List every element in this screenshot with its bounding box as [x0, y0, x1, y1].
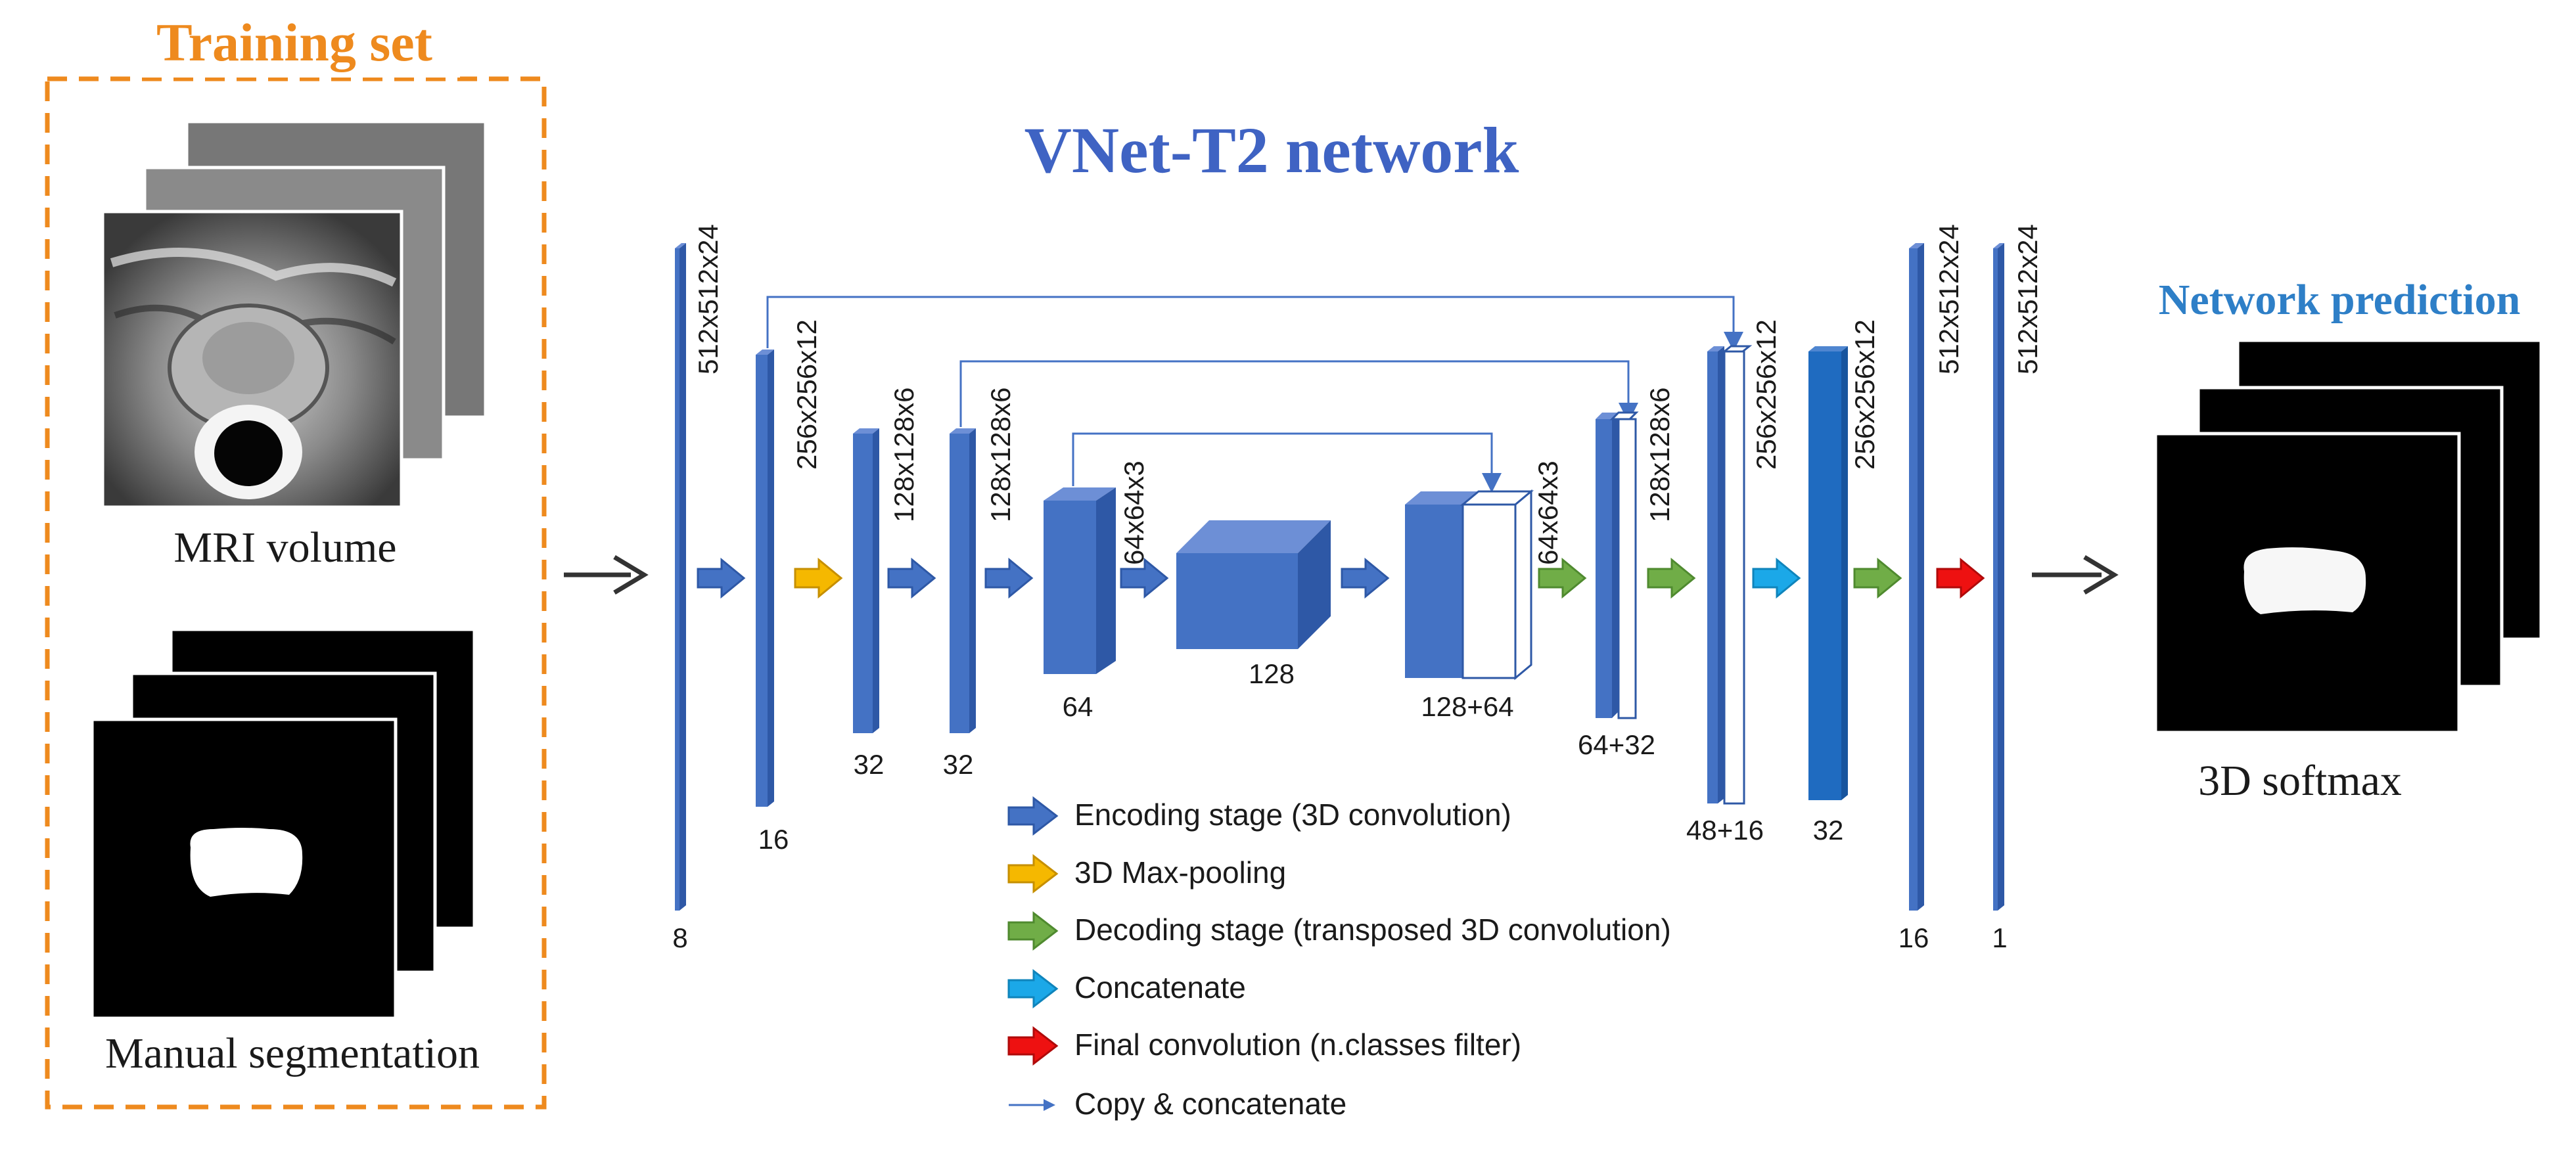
legend-max-pooling-arrow-icon	[1007, 853, 1059, 894]
legend-item-encoding: Encoding stage (3D convolution)	[1007, 796, 1511, 836]
layer-dec-128-64-channels: 128+64	[1421, 691, 1513, 722]
layer-out-1-dims: 512x512x24	[2012, 224, 2043, 374]
layer-dec-32-dims: 256x256x12	[1849, 319, 1880, 470]
layer-enc-64-channels: 64	[1063, 691, 1093, 722]
layer-enc-32b: 128x128x6 32	[943, 387, 1016, 780]
layer-bottleneck-128: 128	[1176, 520, 1331, 689]
legend-label-encoding: Encoding stage (3D convolution)	[1074, 798, 1511, 832]
skip-connections	[766, 296, 1743, 493]
legend-concatenate-arrow-icon	[1007, 968, 1059, 1009]
flow-arrows	[697, 557, 1985, 599]
legend-item-decoding: Decoding stage (transposed 3D convolutio…	[1007, 911, 1671, 951]
layer-dec-32-channels: 32	[1813, 815, 1844, 846]
encoding-arrow-icon	[697, 557, 746, 599]
mri-volume-image	[101, 120, 488, 509]
legend-label-concatenate: Concatenate	[1074, 970, 1246, 1004]
legend-encoding-arrow-icon	[1007, 796, 1059, 836]
layer-enc-32a-channels: 32	[854, 749, 885, 780]
prediction-panel: Network prediction 3D softmax	[2153, 276, 2543, 805]
layer-enc-64: 64x64x3 64	[1044, 461, 1149, 722]
legend-label-copy-concatenate: Copy & concatenate	[1074, 1087, 1346, 1121]
decoding-arrow-icon	[1538, 557, 1587, 599]
layer-dec-128-64: 64x64x3 128+64	[1405, 461, 1563, 722]
legend-item-copy-concatenate: Copy & concatenate	[1009, 1087, 1346, 1121]
layer-dec-48-16-channels: 48+16	[1686, 815, 1764, 846]
layer-enc-32a: 128x128x6 32	[853, 387, 919, 780]
decoding-arrow-icon	[1647, 557, 1696, 599]
layer-enc-8: 512x512x24 8	[672, 224, 724, 953]
layer-bottleneck-128-channels: 128	[1249, 658, 1295, 689]
skip-connection-64	[1072, 432, 1502, 493]
max-pooling-arrow-icon	[794, 557, 843, 599]
legend-item-final-convolution: Final convolution (n.classes filter)	[1007, 1026, 1521, 1066]
layer-dec-16: 512x512x24 16	[1898, 224, 1964, 953]
layer-enc-32b-channels: 32	[943, 749, 974, 780]
manual-segmentation-image	[90, 627, 476, 1020]
legend-final-convolution-arrow-icon	[1007, 1026, 1059, 1066]
layer-dec-48-16-dims: 256x256x12	[1751, 319, 1782, 470]
layer-dec-64-32-dims: 128x128x6	[1644, 387, 1675, 522]
legend-label-decoding: Decoding stage (transposed 3D convolutio…	[1074, 913, 1671, 947]
layer-dec-16-channels: 16	[1898, 922, 1929, 953]
layer-out-1-channels: 1	[1992, 922, 2007, 953]
training-set-panel: Training set MRI volume Manual segmentat…	[45, 12, 547, 1110]
layer-dec-48-16: 256x256x12 48+16	[1686, 319, 1782, 846]
prediction-caption: 3D softmax	[2198, 757, 2402, 805]
encoding-arrow-icon	[984, 557, 1034, 599]
layer-dec-64-32-channels: 64+32	[1578, 729, 1655, 760]
prediction-image	[2153, 338, 2543, 734]
legend-item-max-pooling: 3D Max-pooling	[1007, 853, 1286, 894]
concatenate-arrow-icon	[1752, 557, 1801, 599]
network-prediction-title: Network prediction	[2159, 276, 2521, 324]
skip-connection-128	[959, 360, 1638, 427]
skip-connection-256	[766, 296, 1743, 351]
decoding-arrow-icon	[1853, 557, 1902, 599]
encoding-arrow-icon	[1120, 557, 1169, 599]
legend-decoding-arrow-icon	[1007, 911, 1059, 951]
layer-dec-128-64-dims: 64x64x3	[1532, 461, 1563, 565]
final-convolution-arrow-icon	[1936, 557, 1985, 599]
network-title: VNet-T2 network	[1024, 114, 1519, 187]
legend-item-concatenate: Concatenate	[1007, 968, 1246, 1009]
layer-dec-32: 256x256x12 32	[1808, 319, 1880, 846]
training-set-border	[45, 76, 547, 1110]
output-arrow-icon	[2032, 554, 2119, 595]
encoding-arrow-icon	[1341, 557, 1390, 599]
layer-enc-8-channels: 8	[672, 922, 687, 953]
mri-volume-caption: MRI volume	[173, 524, 396, 572]
legend: Encoding stage (3D convolution) 3D Max-p…	[1007, 796, 1671, 1121]
layer-enc-32a-dims: 128x128x6	[888, 387, 919, 522]
layer-enc-16: 256x256x12 16	[756, 319, 822, 855]
manual-segmentation-caption: Manual segmentation	[105, 1029, 480, 1077]
legend-label-final-convolution: Final convolution (n.classes filter)	[1074, 1027, 1521, 1062]
input-arrow-icon	[564, 554, 649, 595]
training-set-title: Training set	[156, 12, 432, 72]
layer-enc-64-dims: 64x64x3	[1118, 461, 1149, 565]
layer-dec-16-dims: 512x512x24	[1933, 224, 1964, 374]
layer-enc-16-channels: 16	[758, 824, 789, 855]
encoding-arrow-icon	[887, 557, 936, 599]
legend-label-max-pooling: 3D Max-pooling	[1074, 855, 1286, 890]
layer-enc-32b-dims: 128x128x6	[985, 387, 1016, 522]
layer-out-1: 512x512x24 1	[1992, 224, 2043, 953]
layer-enc-8-dims: 512x512x24	[693, 224, 724, 374]
layer-enc-16-dims: 256x256x12	[791, 319, 822, 470]
layer-dec-64-32: 128x128x6 64+32	[1578, 387, 1675, 760]
